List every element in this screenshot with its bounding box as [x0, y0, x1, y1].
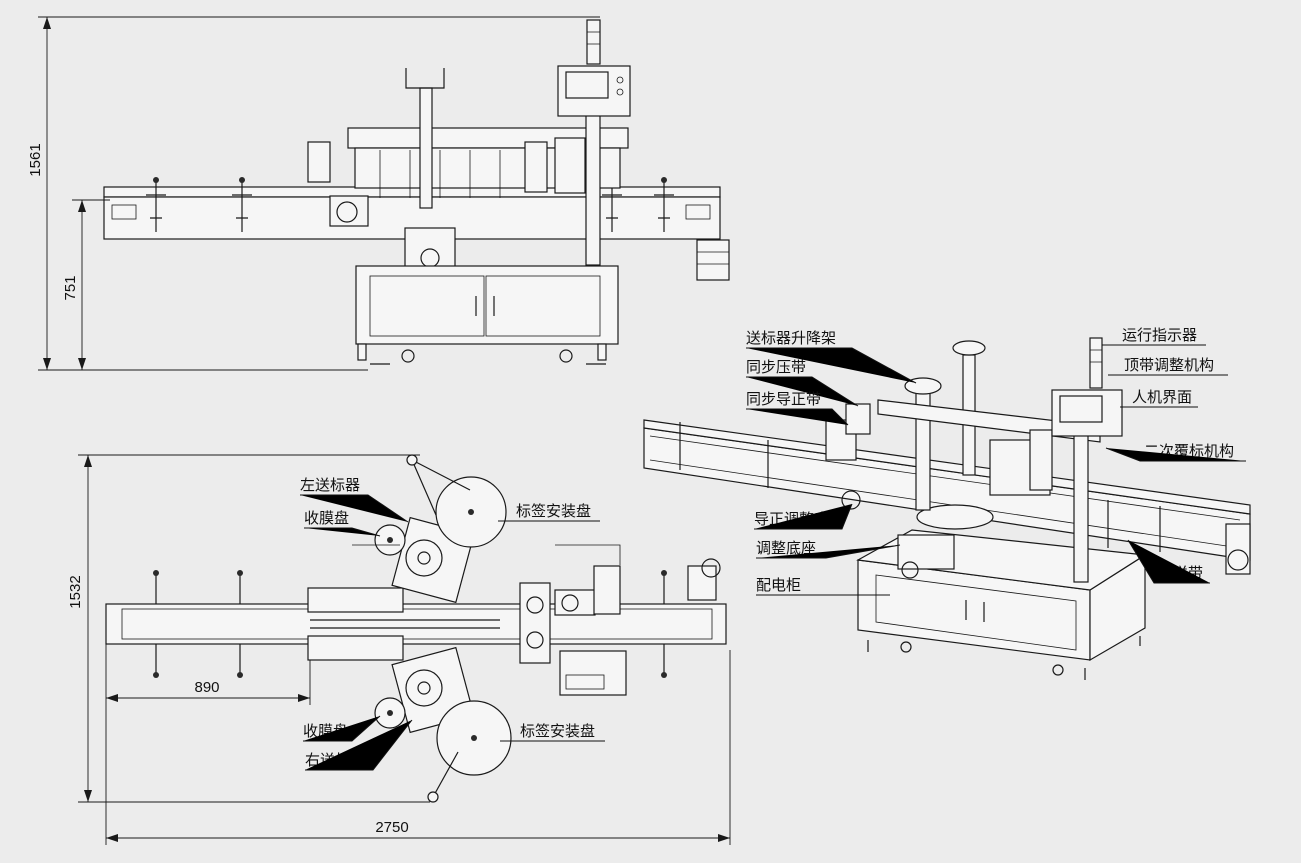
- iso-view: 送标器升降架 同步压带 同步导正带 运行指示器 顶带调整机构 人机界面 二次覆标…: [643, 326, 1251, 680]
- label-label-reel-bottom: 标签安装盘: [520, 722, 595, 740]
- dim-top-length: 2750: [375, 819, 408, 836]
- dim-front-table-height: 751: [62, 275, 79, 300]
- dim-top-offset: 890: [194, 679, 219, 696]
- label-sync-press-belt: 同步压带: [746, 358, 806, 376]
- label-label-reel-top: 标签安装盘: [516, 502, 591, 520]
- dim-front-height: 1561: [27, 143, 44, 176]
- dim-top-width: 1532: [67, 575, 84, 608]
- label-hmi: 人机界面: [1132, 388, 1192, 406]
- label-adjust-base: 调整底座: [756, 539, 816, 557]
- label-sync-guide-belt: 同步导正带: [746, 390, 821, 408]
- front-view: 1561 751: [27, 16, 730, 371]
- label-electrical-cabinet: 配电柜: [756, 576, 801, 594]
- label-feeder-lift-frame: 送标器升降架: [746, 329, 836, 347]
- label-run-indicator: 运行指示器: [1122, 326, 1197, 344]
- label-left-feeder: 左送标器: [300, 476, 360, 494]
- label-take-up-reel-top: 收膜盘: [304, 509, 349, 527]
- label-top-belt-adjust: 顶带调整机构: [1124, 356, 1214, 374]
- top-view: 1532 890 2750 左送标器 收膜盘 标签安装盘 收膜盘 右送标器 标签…: [67, 454, 731, 845]
